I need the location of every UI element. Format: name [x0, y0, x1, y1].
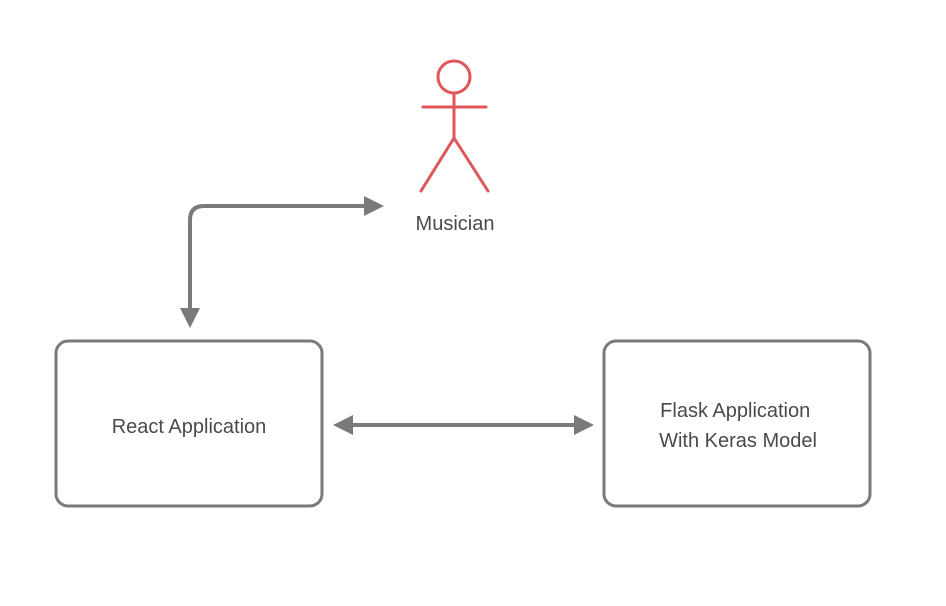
node-react-application[interactable]: React Application: [54, 339, 324, 508]
actor-label: Musician: [416, 213, 495, 235]
actor-musician[interactable]: Musician: [416, 59, 495, 235]
node-react-line-1: React Application: [112, 416, 267, 438]
stick-figure-icon: [419, 59, 490, 193]
node-flask-application[interactable]: Flask Application With Keras Model: [602, 339, 872, 508]
node-flask-line-2: With Keras Model: [659, 430, 817, 452]
node-flask-box: [602, 339, 872, 508]
node-react-label: React Application: [112, 416, 267, 438]
node-flask-line-1: Flask Application: [660, 400, 810, 422]
actor-left-leg: [419, 136, 456, 193]
node-react-box: [54, 339, 324, 508]
actor-head: [436, 59, 472, 95]
node-flask-label: Flask Application With Keras Model: [659, 400, 817, 452]
actor-right-leg: [452, 136, 490, 193]
edge-react-musician[interactable]: [180, 196, 384, 328]
